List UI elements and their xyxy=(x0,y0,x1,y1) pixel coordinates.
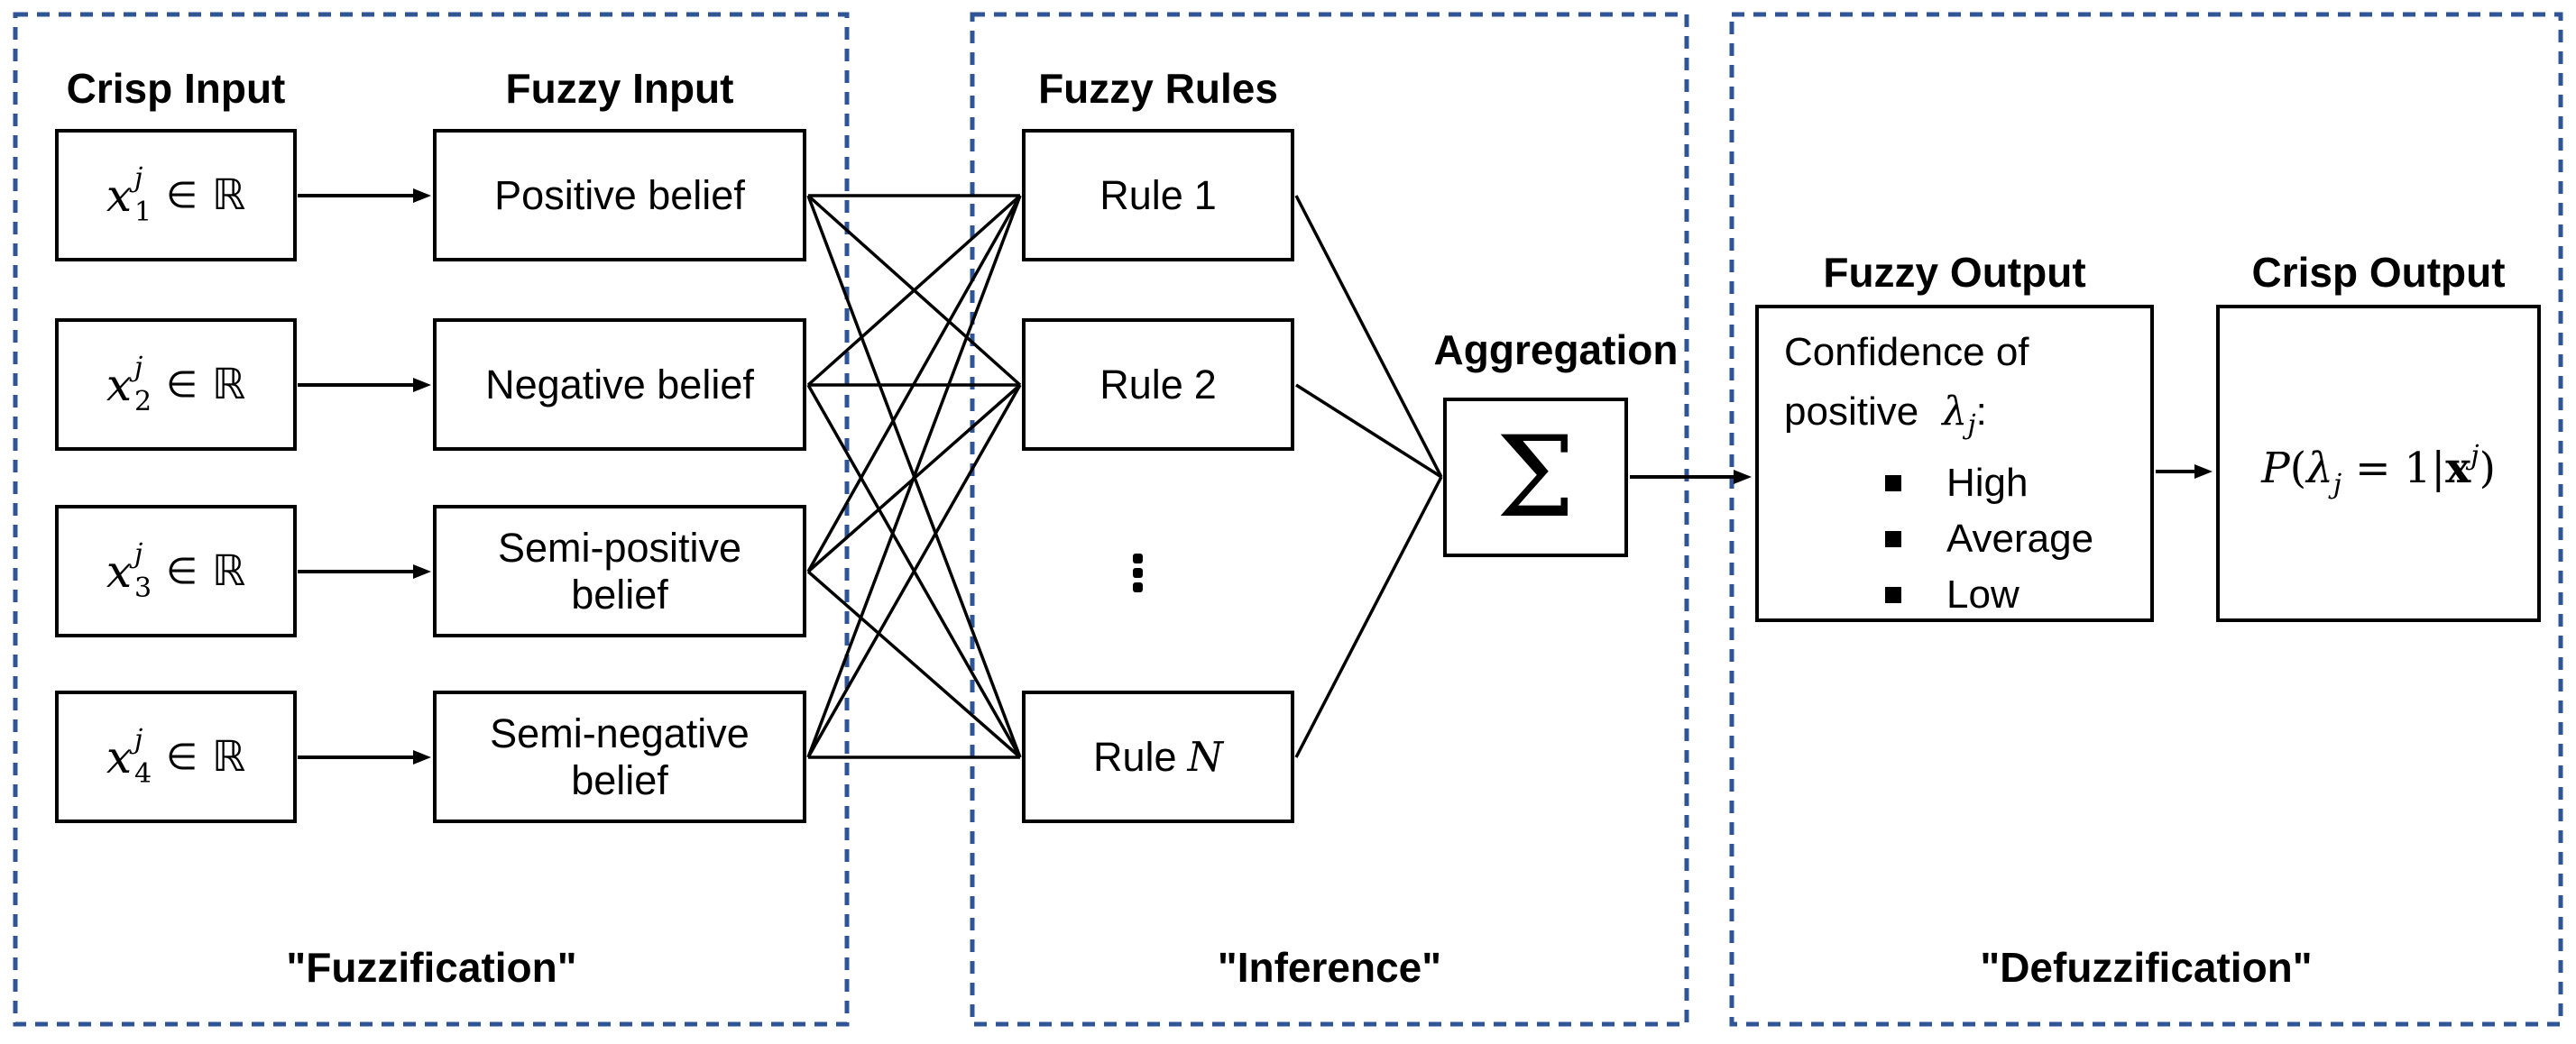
sigma-symbol: Σ xyxy=(1495,412,1576,543)
fuzzy-input-box-semi-negative: Semi-negative belief xyxy=(433,691,806,823)
fuzzification-section-label: "Fuzzification" xyxy=(286,944,577,991)
crisp-input-box-3: x j 3 ∈ ℝ xyxy=(55,505,297,637)
crisp-input-formula-4: x j 4 ∈ ℝ xyxy=(106,723,246,790)
bullet-square-icon xyxy=(1885,587,1901,603)
defuzzification-section-label: "Defuzzification" xyxy=(1980,944,2313,991)
fuzzy-rules-heading: Fuzzy Rules xyxy=(1038,65,1278,112)
defuzzification-section-border xyxy=(1729,12,2563,1027)
rules-to-sigma-lines xyxy=(1294,195,1443,758)
vertical-ellipsis-icon xyxy=(1133,554,1143,592)
fuzzy-output-line1: Confidence of xyxy=(1784,330,2029,374)
crisp-input-formula-3: x j 3 ∈ ℝ xyxy=(106,537,246,604)
fuzzy-output-bullet-average: Average xyxy=(1885,511,2093,567)
fuzzy-input-box-semi-positive: Semi-positive belief xyxy=(433,505,806,637)
fuzzy-output-bullet-high: High xyxy=(1885,455,2029,511)
fuzzy-input-box-negative: Negative belief xyxy=(433,318,806,451)
fuzzification-section-border xyxy=(13,12,850,1027)
sigma-aggregation-box: Σ xyxy=(1443,398,1628,557)
crisp-output-heading: Crisp Output xyxy=(2251,249,2506,296)
rule-box-n: Rule N xyxy=(1022,691,1294,823)
fuzzy-to-rules-lines xyxy=(806,194,1022,759)
crisp-input-heading: Crisp Input xyxy=(66,65,286,112)
crisp-input-box-4: x j 4 ∈ ℝ xyxy=(55,691,297,823)
bullet-square-icon xyxy=(1885,475,1901,491)
crisp-input-box-1: x j 1 ∈ ℝ xyxy=(55,129,297,261)
fuzzy-output-line2: positive λj: xyxy=(1784,389,1987,441)
rule-box-2: Rule 2 xyxy=(1022,318,1294,451)
crisp-output-formula: P(λj = 1|xj) xyxy=(2261,439,2496,500)
fuzzy-output-bullet-low: Low xyxy=(1885,567,2019,623)
inference-section-border xyxy=(970,12,1689,1027)
inference-section-label: "Inference" xyxy=(1217,944,1442,991)
crisp-input-formula-2: x j 2 ∈ ℝ xyxy=(106,351,246,417)
bullet-square-icon xyxy=(1885,531,1901,547)
crisp-input-formula-1: x j 1 ∈ ℝ xyxy=(106,161,246,228)
crisp-output-box: P(λj = 1|xj) xyxy=(2216,305,2541,622)
rule-box-1: Rule 1 xyxy=(1022,129,1294,261)
crisp-to-fuzzy-arrows xyxy=(298,188,431,765)
fuzzy-output-heading: Fuzzy Output xyxy=(1823,249,2086,296)
crisp-input-box-2: x j 2 ∈ ℝ xyxy=(55,318,297,451)
aggregation-label: Aggregation xyxy=(1433,326,1679,373)
fuzzy-input-heading: Fuzzy Input xyxy=(505,65,734,112)
fuzzy-input-box-positive: Positive belief xyxy=(433,129,806,261)
section-borders xyxy=(13,12,2563,1027)
fuzzy-output-box: Confidence of positive λj: High Average … xyxy=(1755,305,2154,622)
